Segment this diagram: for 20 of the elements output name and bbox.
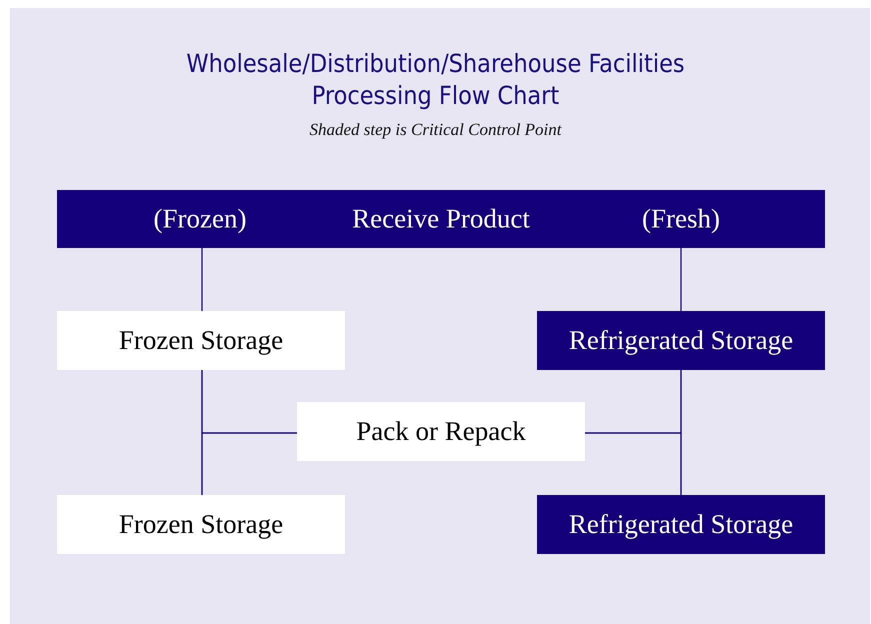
step-label: Frozen Storage [118, 509, 284, 540]
process-box [57, 311, 345, 370]
step-label: Refrigerated Storage [568, 509, 794, 540]
step-label: (Frozen) [154, 204, 246, 234]
step-label: Frozen Storage [118, 325, 284, 356]
connector-line [585, 432, 682, 495]
connector-line [201, 248, 203, 311]
connector-line [201, 432, 297, 495]
step-label: Pack or Repack [356, 416, 526, 447]
connector-line [680, 248, 682, 311]
subtitle-note: Shaded step is Critical Control Point [309, 120, 562, 139]
process-box [297, 402, 585, 461]
step-label: Refrigerated Storage [568, 325, 794, 356]
critical-step-box [537, 311, 825, 370]
process-box [57, 495, 345, 554]
title: Wholesale/Distribution/Sharehouse Facilities Processing Flow Chart [185, 48, 686, 112]
critical-step-box [537, 495, 825, 554]
step-label: (Fresh) [642, 204, 720, 234]
step-label: Receive Product [352, 204, 530, 234]
critical-step-box [57, 190, 825, 248]
